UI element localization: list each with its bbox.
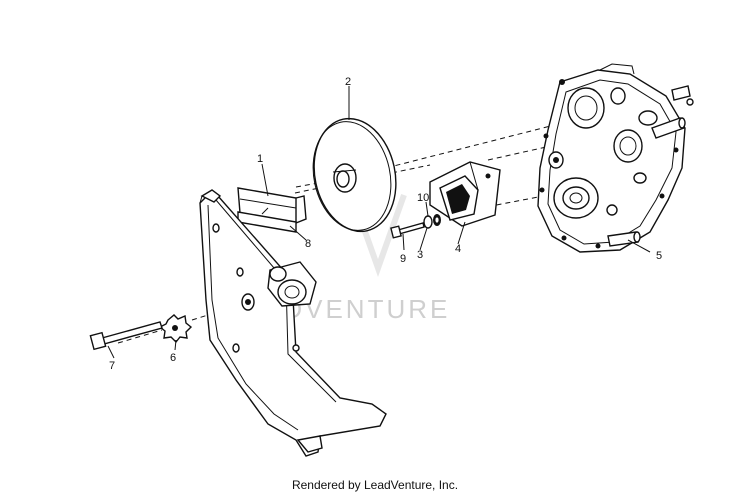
callout-4: 4 (455, 243, 461, 255)
star-nut (158, 314, 193, 344)
callout-9: 9 (400, 253, 406, 265)
transmission-housing (537, 63, 694, 253)
callout-10: 10 (417, 192, 429, 204)
small-bolt-assembly (390, 214, 441, 239)
callout-7: 7 (109, 360, 115, 372)
callout-3: 3 (417, 249, 423, 261)
mounting-frame (199, 189, 387, 457)
callout-6: 6 (170, 352, 176, 364)
axis-line-disc-housing (377, 117, 583, 171)
long-bolt (89, 321, 163, 351)
callout-8: 8 (305, 238, 311, 250)
leader-lines (107, 86, 651, 359)
mount-bracket (429, 161, 501, 227)
footer-credit: Rendered by LeadVenture, Inc. (291, 478, 459, 492)
callout-1: 1 (257, 153, 263, 165)
callout-labels: 1 2 3 4 5 6 7 8 9 10 (109, 76, 662, 372)
callout-5: 5 (656, 250, 662, 262)
callout-2: 2 (345, 76, 351, 88)
driven-disc (312, 117, 397, 233)
axis-line-bolt (117, 329, 163, 344)
